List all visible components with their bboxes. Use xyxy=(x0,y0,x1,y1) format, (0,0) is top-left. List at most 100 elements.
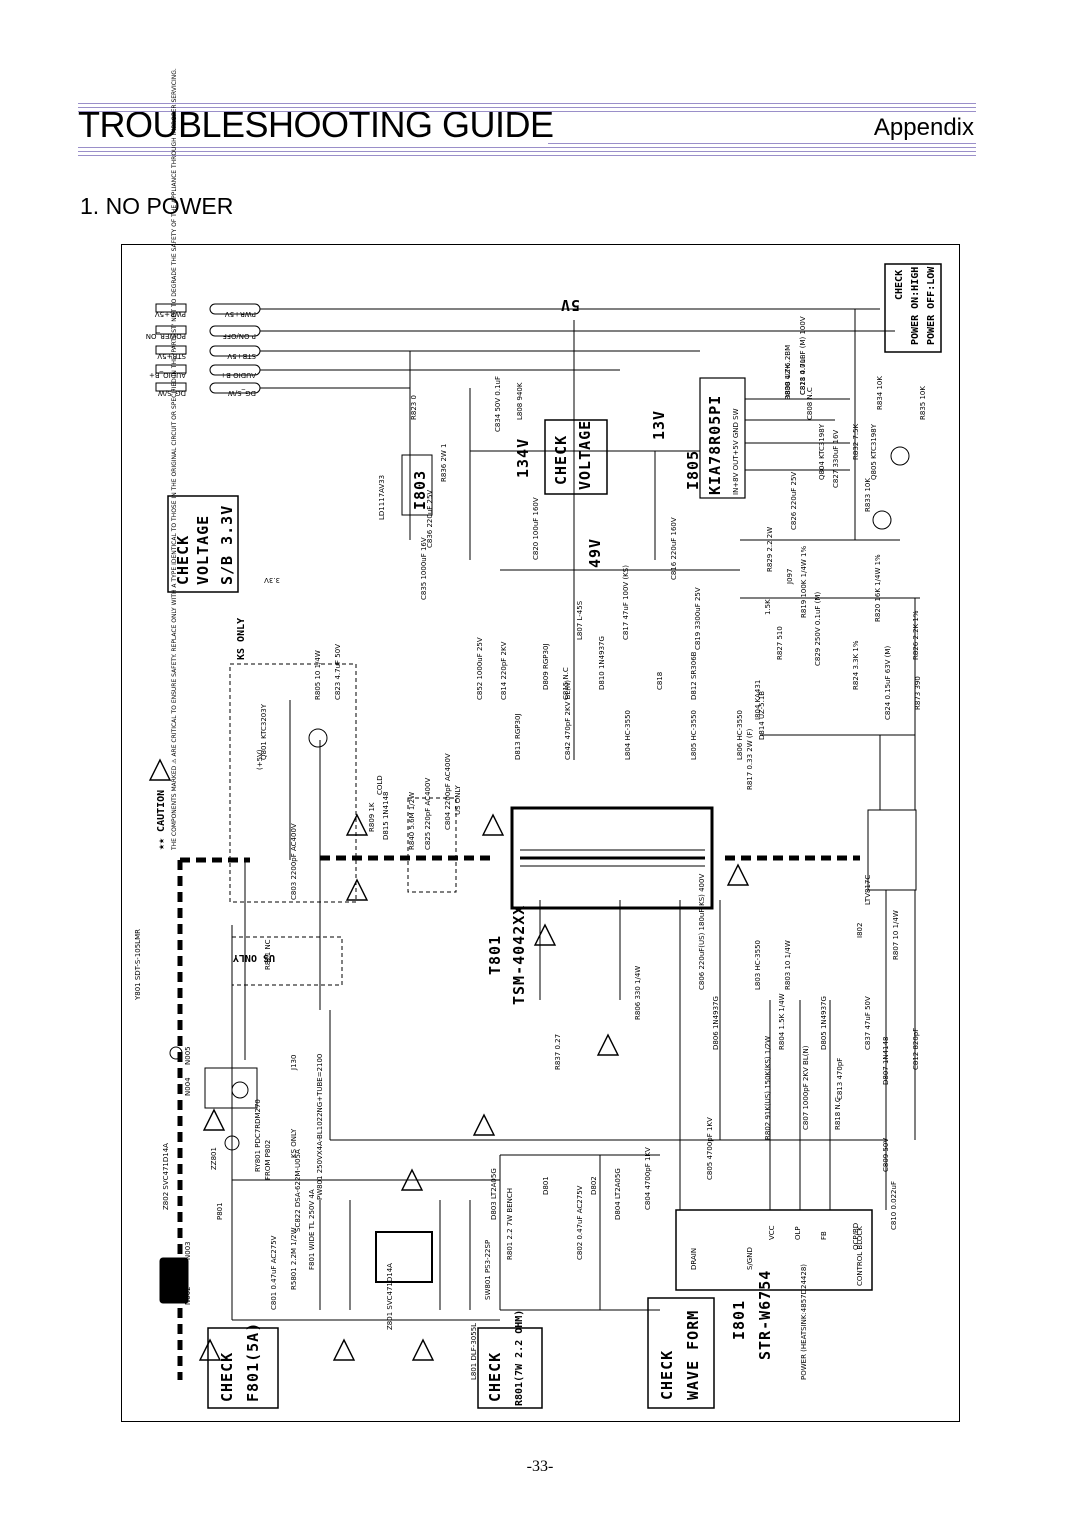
check-resistor-label: CHECK xyxy=(486,1352,504,1402)
part-label: R824 3.3K 1% xyxy=(852,640,860,690)
part-label: R829 2.2 2W xyxy=(766,527,774,572)
part-label: C814 220pF 2KV xyxy=(500,641,508,700)
part-label: R826 2.2K 1% xyxy=(912,610,920,660)
part-label: D805 1N4937G xyxy=(820,996,828,1050)
check-fuse-label: CHECK xyxy=(218,1352,236,1402)
part-label: C803 2200pF AC400V xyxy=(290,823,298,900)
i801-pin-drain: DRAIN xyxy=(690,1248,698,1270)
part-label: C825 220pF AC400V xyxy=(424,778,432,850)
part-label: Q805 KTC3198Y xyxy=(870,423,878,480)
part-label: ZZ801 xyxy=(210,1147,218,1170)
part-label: L803 HC-3550 xyxy=(754,940,762,990)
part-label: R804 1.5K 1/4W xyxy=(778,993,786,1050)
part-label: R802 91K(US) 150K(KS) 1/2W xyxy=(764,1036,772,1140)
part-label: R803 10 1/4W xyxy=(784,940,792,990)
check-power-high: POWER ON:HIGH xyxy=(910,267,921,345)
part-label: C820 100uF 160V xyxy=(532,497,540,560)
check-sb-label: CHECK xyxy=(174,535,192,585)
part-label: C824 0.15uF 63V (M) xyxy=(884,646,892,720)
part-label: C828 4.7uF xyxy=(799,355,807,395)
part-label: R836 2W 1 xyxy=(440,443,448,482)
part-label: R833 10K xyxy=(864,478,872,512)
part-label: C805 4700pF 1KV xyxy=(706,1117,714,1180)
transistor-q801 xyxy=(308,728,328,748)
transistor-q804 xyxy=(872,510,892,530)
part-label: R840 5.6M 1/2W xyxy=(408,792,416,850)
page-header: TROUBLESHOOTING GUIDE Appendix xyxy=(78,103,976,156)
part-label: C813 470pF xyxy=(836,1058,844,1100)
i801-pin-ocp: OCP/BD xyxy=(852,1223,860,1250)
ic-i805-pins: IN+8V OUT+5V GND SW xyxy=(732,408,740,495)
check-sb-value: S/B 3.3V xyxy=(218,505,236,585)
voltage-3v3: 3.3V xyxy=(264,576,280,584)
connector-net: P ON/OFF xyxy=(223,332,256,340)
part-label: C829 250V 0.1uF (M) xyxy=(814,592,822,666)
connector-label: POWER_ON xyxy=(146,332,186,340)
check-box-resistor xyxy=(477,1327,543,1409)
part-label: R821 NC xyxy=(264,939,272,970)
warning-icon xyxy=(148,758,172,781)
voltage-134v: 134V xyxy=(514,438,532,478)
i801-pin-sgnd: S/GND xyxy=(746,1247,754,1270)
i801-pin-vcc: VCC xyxy=(768,1225,776,1240)
check-waveform-value: WAVE FORM xyxy=(684,1310,702,1400)
part-label: R801 2.2 7W BENCH xyxy=(506,1188,514,1260)
part-label: D809 RGP30J xyxy=(542,644,550,690)
part-label: C836 220uF 25V xyxy=(426,490,434,548)
part-label: L808 940K xyxy=(516,382,524,420)
ic-i805 xyxy=(699,377,746,499)
plus5v-note: (+5V) xyxy=(256,749,264,770)
part-label: R805 10 1/4W xyxy=(314,650,322,700)
part-label: C827 330uF 16V xyxy=(832,430,840,488)
part-label: C816 220uF 160V xyxy=(670,517,678,580)
part-label: Z802 SVC471D14A xyxy=(162,1143,170,1210)
voltage-49v: 49V xyxy=(586,538,604,568)
part-label: R834 10K xyxy=(876,376,884,410)
header-rule xyxy=(78,107,976,108)
schematic-frame xyxy=(121,244,960,1422)
part-label: I804 KA431 xyxy=(754,680,762,720)
section-name: Appendix xyxy=(873,114,974,141)
check-fuse-value: F801(5A) xyxy=(244,1322,262,1402)
part-label: C837 47uF 50V xyxy=(864,996,872,1050)
part-label: L806 HC-3550 xyxy=(736,710,744,760)
part-label: R817 0.33 2W (F) xyxy=(746,728,754,790)
check-box-voltage xyxy=(544,419,608,495)
i801-block: CONTROL BLOCK xyxy=(856,1226,864,1286)
n-label: N005 xyxy=(184,1046,192,1065)
part-label: Y801 SDT-S-105LMR xyxy=(134,929,142,1001)
check-voltage-label: CHECK xyxy=(552,435,570,485)
warning-icon-group xyxy=(148,758,750,1361)
part-label: R806 330 1/4W xyxy=(634,966,642,1020)
connector-label: STB+5V xyxy=(157,352,186,360)
t801-part: TSM-4042XX xyxy=(510,905,528,1005)
header-rule xyxy=(78,155,976,156)
check-box-power xyxy=(884,263,942,353)
part-label: C826 220uF 25V xyxy=(790,472,798,530)
voltage-13v: 13V xyxy=(650,410,668,440)
part-label: C801 0.47uF AC275V xyxy=(270,1235,278,1310)
transistor-q805 xyxy=(890,446,910,466)
connector-net: DG_S/W xyxy=(228,389,256,397)
us-only-caps-note: US ONLY xyxy=(454,784,462,815)
part-label: R835 10K xyxy=(919,386,927,420)
part-label: R5801 2.2M 1/2W xyxy=(290,1227,298,1290)
ic-i803 xyxy=(401,454,433,516)
part-label: Z801 SVC471D14A xyxy=(386,1263,394,1330)
part-label: R830 4.7K xyxy=(784,363,792,400)
part-label: D804 LT2A05G xyxy=(614,1168,622,1220)
check-voltage-text: VOLTAGE xyxy=(576,420,594,490)
part-label: J130 xyxy=(290,1055,298,1071)
ks-only-region xyxy=(229,663,357,903)
part-label: L801 DLF-3055L xyxy=(470,1323,478,1380)
part-label: C819 3300uF 25V xyxy=(694,587,702,650)
connector-label: DG_S/W xyxy=(158,389,186,397)
part-label: C808 N.C xyxy=(806,387,814,420)
page-number: -33- xyxy=(526,1458,554,1475)
header-rule xyxy=(548,143,976,144)
part-label: Q801 KTC3203Y xyxy=(260,703,268,760)
i801-ref: I801 xyxy=(730,1300,748,1340)
i801-heatsink: POWER (HEATSINK:4857D24428) xyxy=(800,1264,808,1380)
part-label: C815 N.C xyxy=(562,667,570,700)
